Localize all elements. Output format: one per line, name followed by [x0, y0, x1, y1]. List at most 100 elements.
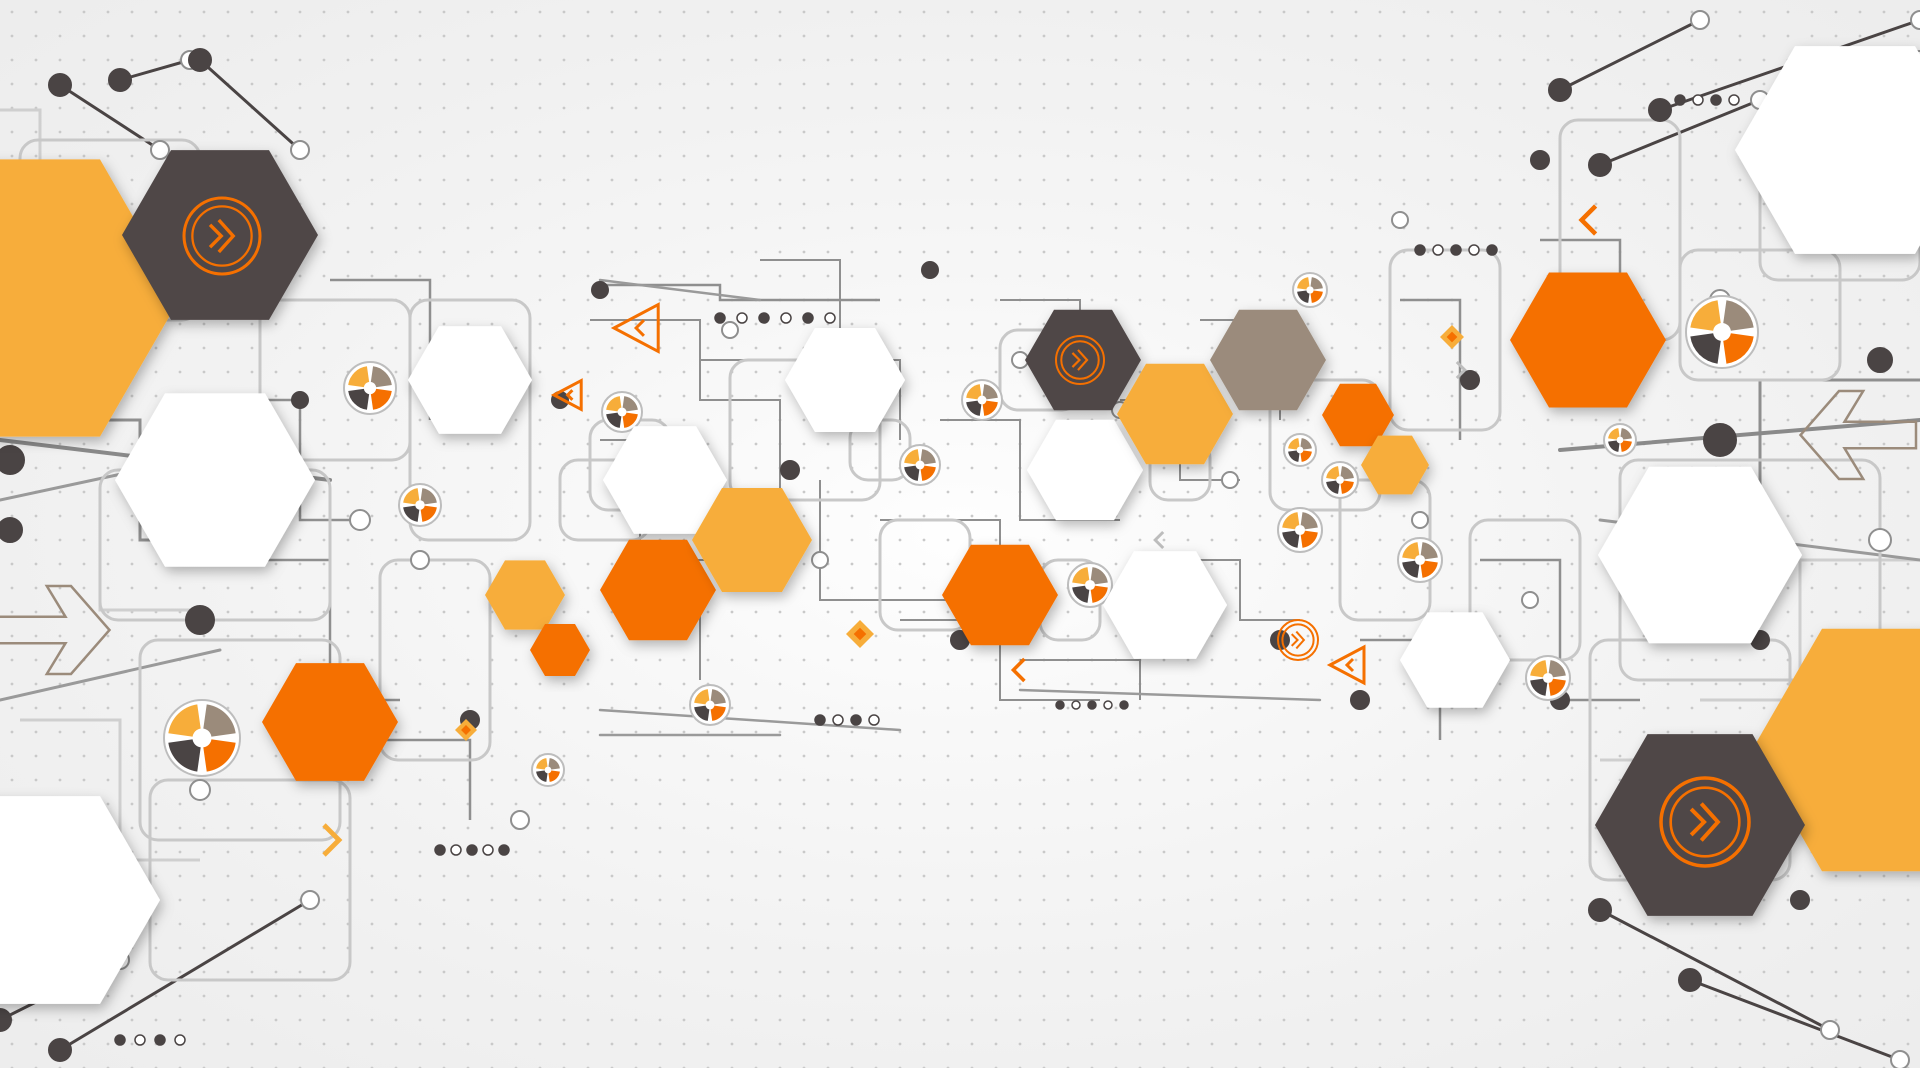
badge-segment [1608, 428, 1620, 440]
emblem-ring-inner [1669, 786, 1741, 858]
badge-segment [1530, 678, 1548, 696]
dot-sequence [814, 714, 826, 726]
badge-segment [1340, 466, 1354, 480]
orange-hexagon [262, 663, 398, 781]
badge-segment [403, 488, 420, 505]
outline-arrow-icon [0, 584, 112, 676]
double-chevron-circle-icon [1277, 619, 1319, 661]
badge-core [1084, 579, 1096, 591]
badge-segment [694, 689, 710, 705]
badge-segment [1340, 480, 1354, 494]
badge-segment [370, 388, 392, 410]
badge-segment [904, 465, 920, 481]
circuit-node [1910, 10, 1920, 30]
chevron-arrow-icon [1153, 530, 1165, 550]
circuit-node [721, 321, 739, 339]
badge-segment [1288, 450, 1300, 462]
diamond-inner [1446, 331, 1458, 343]
badge-core [1713, 323, 1731, 341]
circuit-node [1690, 10, 1710, 30]
badge-core [1306, 286, 1314, 294]
badge-core [192, 728, 212, 748]
badge-segment [1548, 660, 1566, 678]
circuit-node [0, 517, 23, 543]
dot-sequence [1486, 244, 1498, 256]
emblem-chevron-a [1295, 630, 1306, 650]
dot-sequence [1087, 700, 1097, 710]
badge-segment [1620, 440, 1632, 452]
badge-segment [168, 738, 202, 772]
circuit-node [108, 68, 132, 92]
emblem-ring-inner [1281, 623, 1315, 657]
warning-chevron [1344, 657, 1355, 673]
dot-sequence [466, 844, 478, 856]
badge-segment [1310, 290, 1323, 303]
badge-segment [168, 704, 202, 738]
dot-sequence [434, 844, 446, 856]
pie-segment-badge-icon [1685, 295, 1759, 369]
circuit-node [1678, 968, 1702, 992]
white-hexagon [785, 328, 905, 432]
badge-segment [1300, 512, 1318, 530]
badge-core [544, 766, 552, 774]
double-chevron-circle-icon [1659, 776, 1751, 868]
diamond-inner [853, 627, 867, 641]
pie-segment-badge-icon [1603, 423, 1637, 457]
circuit-node [349, 509, 371, 531]
circuit-trace [1400, 298, 1462, 440]
circuit-line [0, 648, 222, 702]
emblem-ring-inner [191, 205, 253, 267]
pie-segment-badge-icon [1067, 562, 1113, 608]
dot-sequence [174, 1034, 186, 1046]
double-chevron-circle-icon [1055, 335, 1105, 385]
dot-sequence [868, 714, 880, 726]
badge-segment [982, 400, 998, 416]
amber-hexagon [485, 560, 565, 630]
circuit-frame [408, 298, 532, 542]
emblem-chevron-a [1699, 802, 1721, 842]
triangle-arrow-icon [1326, 644, 1366, 686]
dot-sequence [114, 1034, 126, 1046]
orange-hexagon [600, 539, 716, 641]
circuit-node [0, 1008, 12, 1032]
warning-chevron [565, 389, 574, 401]
white-hexagon [1735, 46, 1920, 254]
circuit-trace [1480, 558, 1640, 702]
hexagon-emblems [182, 196, 1751, 868]
badge-segment [920, 465, 936, 481]
dot-sequence [1728, 94, 1740, 106]
badge-segment [1420, 542, 1438, 560]
pie-segment-badge-icon [601, 391, 643, 433]
emblem-chevron-a [217, 218, 236, 254]
amber-hexagon [1361, 435, 1429, 495]
circuit-node [1530, 150, 1550, 170]
badge-segment [1326, 466, 1340, 480]
circuit-line [198, 58, 302, 152]
dot-sequence [832, 714, 844, 726]
badge-segment [1282, 530, 1300, 548]
circuit-node [1648, 98, 1672, 122]
orange-hexagon [1510, 272, 1666, 408]
emblem-chevron-b [208, 223, 224, 249]
badge-core [915, 460, 925, 470]
badge-segment [348, 388, 370, 410]
badge-segment [710, 689, 726, 705]
badge-segment [1420, 560, 1438, 578]
circuit-line [1688, 978, 1902, 1062]
circuit-trace [900, 619, 1100, 701]
badge-segment [1072, 567, 1090, 585]
white-hexagon [115, 393, 315, 567]
pie-segment-badge-icon [1292, 272, 1328, 308]
circuit-node [185, 605, 215, 635]
circuit-node [1588, 898, 1612, 922]
badge-segment [1402, 560, 1420, 578]
orange-hexagon [530, 624, 590, 676]
dot-sequence [1432, 244, 1444, 256]
pie-segment-badge-icon [1283, 433, 1317, 467]
dot-sequence [1103, 700, 1113, 710]
circuit-frame [148, 778, 352, 982]
circuit-line [598, 708, 902, 732]
circuit-node [1588, 153, 1612, 177]
badge-core [1296, 446, 1304, 454]
badge-segment [966, 384, 982, 400]
